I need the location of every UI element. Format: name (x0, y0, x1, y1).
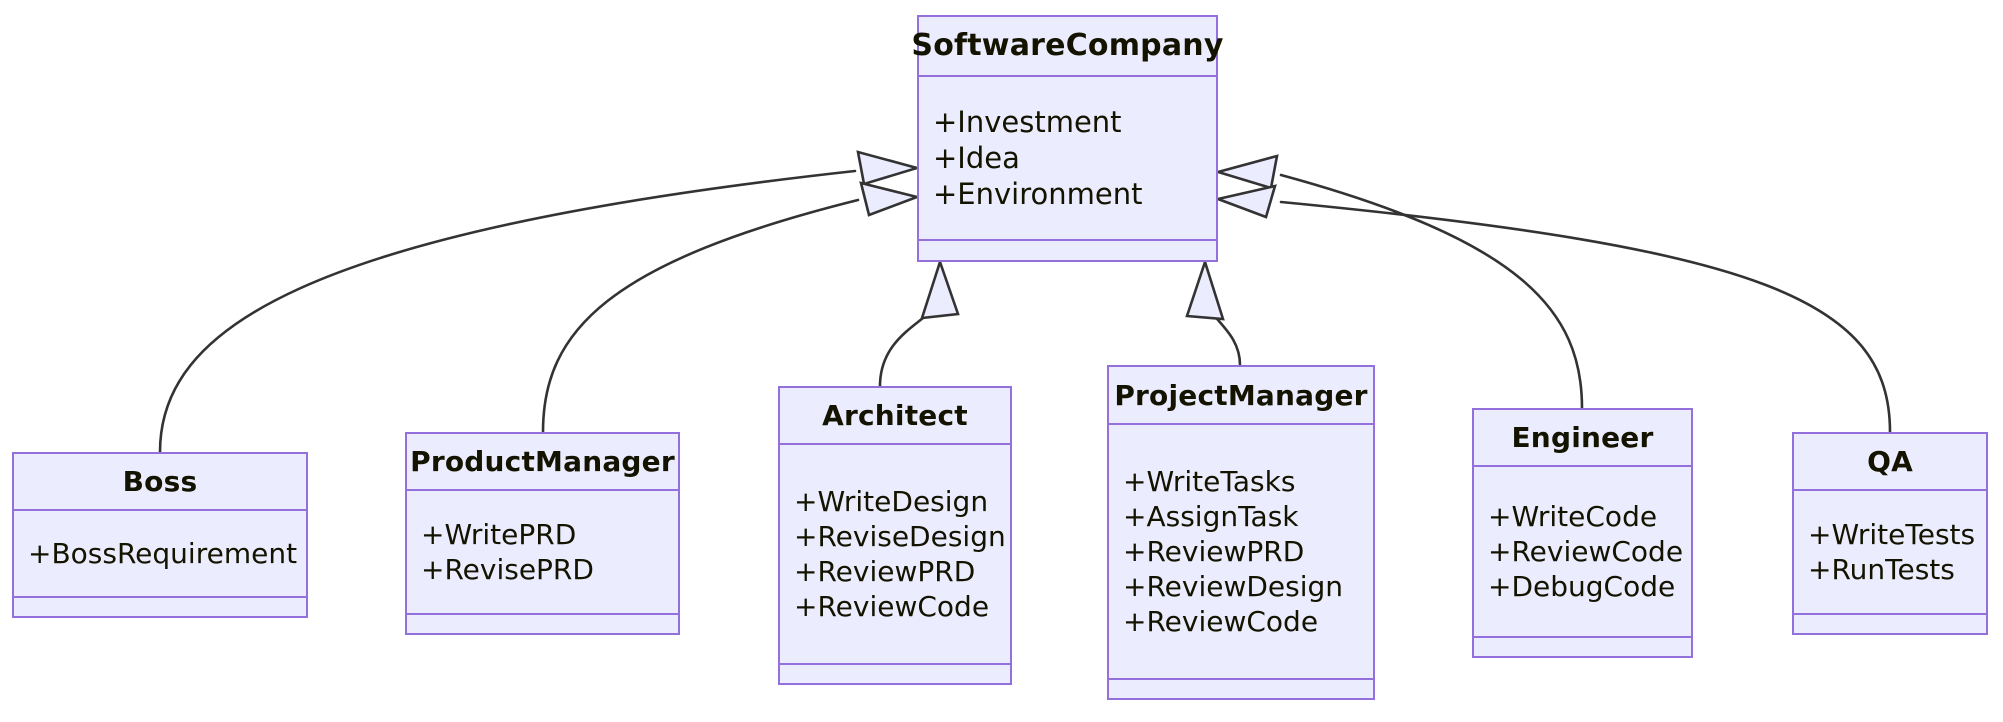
class-methods-engineer (1474, 636, 1691, 656)
arrowhead-boss (856, 150, 922, 186)
class-attribute: +ReviewCode (794, 590, 990, 624)
class-node-productmanager[interactable]: ProductManager +WritePRD +RevisePRD (405, 432, 680, 635)
class-attributes-engineer: +WriteCode +ReviewCode +DebugCode (1474, 465, 1691, 636)
class-title-engineer: Engineer (1511, 421, 1654, 455)
class-methods-boss (14, 596, 306, 616)
class-node-boss[interactable]: Boss +BossRequirement (12, 452, 308, 618)
arrowhead-qa (1213, 184, 1277, 219)
class-attribute: +ReviewDesign (1123, 570, 1344, 604)
class-title-qa: QA (1867, 444, 1913, 478)
class-methods-softwarecompany (919, 239, 1216, 260)
class-title-softwarecompany: SoftwareCompany (911, 28, 1224, 64)
edge-boss-to-softwarecompany (158, 169, 857, 454)
class-node-architect[interactable]: Architect +WriteDesign +ReviseDesign +Re… (778, 386, 1012, 685)
class-attribute: +WriteDesign (794, 485, 989, 519)
class-attribute: +ReviseDesign (794, 520, 1006, 554)
class-attribute: +Investment (933, 105, 1122, 140)
class-attribute: +ReviewCode (1488, 535, 1684, 569)
edge-projectmanager-to-softwarecompany (1203, 294, 1242, 367)
arrowhead-productmanager (859, 181, 922, 217)
class-attribute: +ReviewCode (1123, 605, 1319, 639)
edge-architect-to-softwarecompany (878, 294, 942, 388)
class-attribute: +ReviewPRD (794, 555, 976, 589)
class-attribute: +ReviewPRD (1123, 535, 1305, 569)
class-node-softwarecompany[interactable]: SoftwareCompany +Investment +Idea +Envir… (911, 15, 1224, 262)
class-methods-projectmanager (1109, 678, 1373, 698)
class-attribute: +WritePRD (421, 518, 577, 552)
class-attribute: +RevisePRD (421, 553, 594, 587)
class-node-projectmanager[interactable]: ProjectManager +WriteTasks +AssignTask +… (1107, 365, 1375, 700)
class-methods-qa (1794, 613, 1986, 633)
arrowhead-architect (920, 257, 960, 320)
class-attributes-qa: +WriteTests +RunTests (1794, 488, 1986, 613)
class-attribute: +Idea (933, 141, 1020, 176)
class-attribute: +BossRequirement (28, 537, 298, 571)
arrowhead-projectmanager (1185, 257, 1225, 321)
class-attribute: +WriteTasks (1123, 465, 1296, 499)
class-attribute: +WriteCode (1488, 500, 1658, 534)
class-methods-architect (780, 663, 1010, 683)
class-title-architect: Architect (822, 399, 968, 433)
class-attribute: +Environment (933, 177, 1143, 212)
class-node-qa[interactable]: QA +WriteTests +RunTests (1792, 432, 1988, 635)
class-attributes-softwarecompany: +Investment +Idea +Environment (919, 74, 1216, 240)
class-attribute: +WriteTests (1808, 518, 1976, 552)
class-attribute: +DebugCode (1488, 570, 1676, 604)
class-attributes-productmanager: +WritePRD +RevisePRD (407, 488, 678, 613)
class-attributes-projectmanager: +WriteTasks +AssignTask +ReviewPRD +Revi… (1109, 423, 1373, 678)
arrowhead-engineer (1213, 154, 1279, 190)
class-attributes-boss: +BossRequirement (14, 508, 306, 597)
class-methods-productmanager (407, 613, 678, 633)
class-attribute: +AssignTask (1123, 500, 1299, 534)
class-title-boss: Boss (122, 464, 198, 498)
class-attribute: +RunTests (1808, 553, 1955, 587)
class-title-projectmanager: ProjectManager (1114, 378, 1368, 412)
class-node-engineer[interactable]: Engineer +WriteCode +ReviewCode +DebugCo… (1472, 408, 1693, 658)
class-attributes-architect: +WriteDesign +ReviseDesign +ReviewPRD +R… (780, 443, 1010, 663)
class-title-productmanager: ProductManager (410, 444, 675, 478)
